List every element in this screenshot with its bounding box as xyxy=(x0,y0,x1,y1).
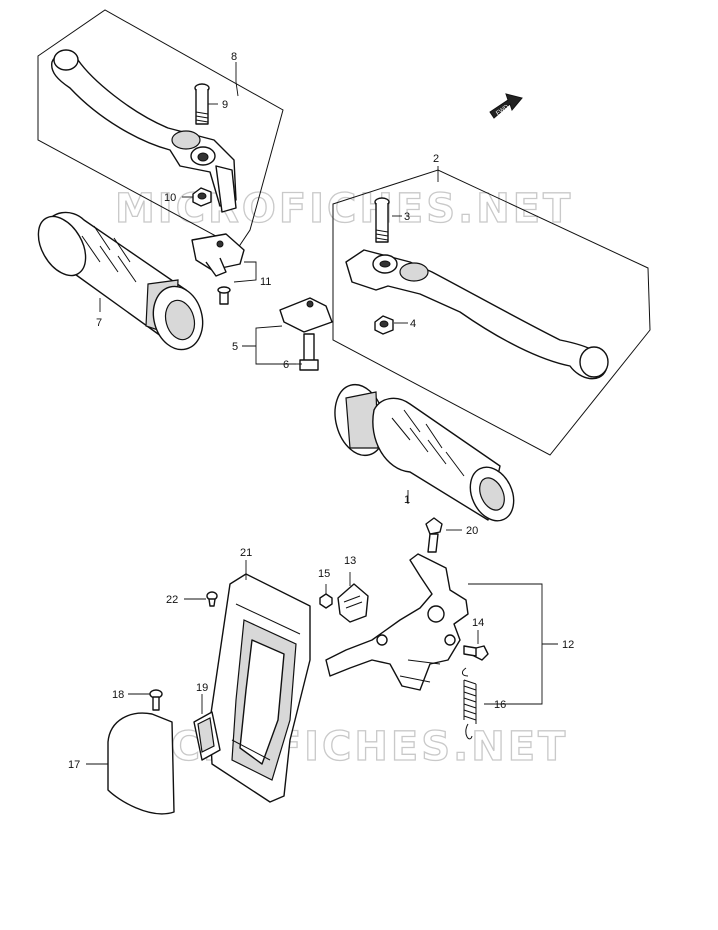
callout-12: 12 xyxy=(562,639,574,651)
callout-7: 7 xyxy=(96,317,102,329)
left-grip xyxy=(37,211,204,351)
callout-22: 22 xyxy=(166,594,178,606)
nut-4 xyxy=(374,315,394,335)
left-lever-assembly xyxy=(37,9,284,249)
bracket-12 xyxy=(325,553,469,691)
footrest-21 xyxy=(209,573,311,803)
bolt-3 xyxy=(374,197,390,243)
callout-3: 3 xyxy=(404,211,410,223)
callout-5: 5 xyxy=(232,341,238,353)
fwd-arrow-icon: FWD xyxy=(489,93,523,119)
callout-9: 9 xyxy=(222,99,228,111)
bolt-9 xyxy=(194,83,210,125)
callout-4: 4 xyxy=(410,318,416,330)
callout-10: 10 xyxy=(164,192,176,204)
screw-18 xyxy=(149,689,163,711)
callout-21: 21 xyxy=(240,547,252,559)
callout-1: 1 xyxy=(404,494,410,506)
callout-20: 20 xyxy=(466,525,478,537)
switch-5 xyxy=(279,297,333,371)
callout-6: 6 xyxy=(283,359,289,371)
callout-8: 8 xyxy=(231,51,237,63)
spring-16 xyxy=(461,667,477,740)
callout-labels: 1 2 3 4 5 6 7 8 9 10 11 12 13 14 15 16 1… xyxy=(68,51,574,771)
watermark-bottom: MICROFICHES.NET xyxy=(110,724,568,770)
nut-15 xyxy=(319,593,333,609)
callout-13: 13 xyxy=(344,555,356,567)
nut-10 xyxy=(192,187,212,207)
bolt-14 xyxy=(463,645,489,661)
callout-17: 17 xyxy=(68,759,80,771)
bolt-20 xyxy=(425,517,443,553)
cover-17 xyxy=(107,712,175,815)
leader-lines xyxy=(86,62,558,765)
callout-14: 14 xyxy=(472,617,484,629)
right-grip xyxy=(334,383,515,522)
callout-19: 19 xyxy=(196,682,208,694)
callout-18: 18 xyxy=(112,689,124,701)
callout-16: 16 xyxy=(494,699,506,711)
switch-11 xyxy=(191,233,245,305)
screw-22 xyxy=(206,591,218,607)
callout-11: 11 xyxy=(260,276,271,288)
watermark-top: MICROFICHES.NET xyxy=(115,186,573,232)
right-lever-assembly xyxy=(332,169,651,456)
switch-13 xyxy=(337,583,369,623)
callout-15: 15 xyxy=(318,568,330,580)
pad-19 xyxy=(193,711,221,761)
callout-2: 2 xyxy=(433,153,439,165)
